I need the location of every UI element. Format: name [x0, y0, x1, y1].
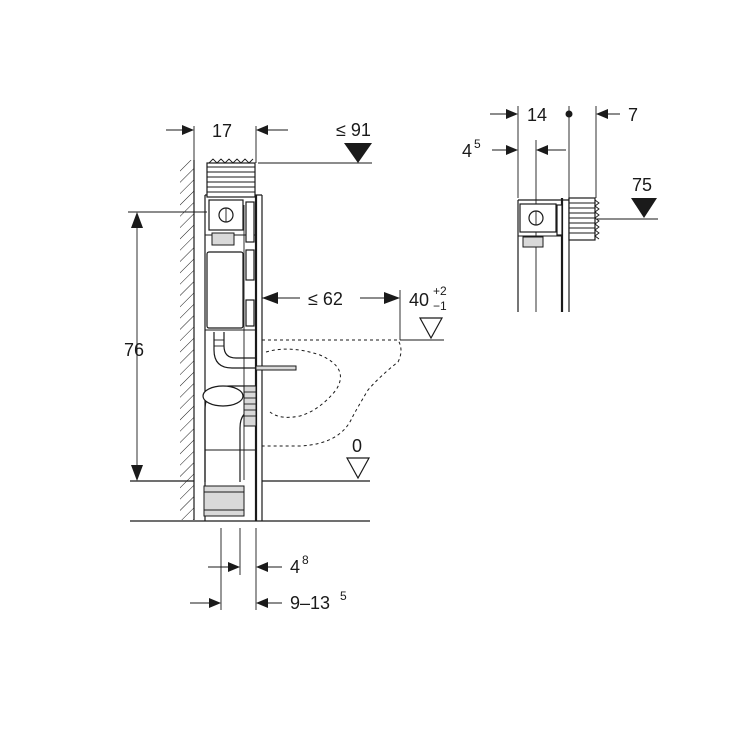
dim-bowl-projection: ≤ 62	[262, 289, 401, 340]
dim-detail-height-label: 75	[632, 175, 652, 195]
inlet-valve	[208, 199, 255, 246]
dim-offset-bottom-label: 4	[290, 557, 300, 577]
detail-view: 14 7 4 5 75	[462, 105, 658, 312]
dim-detail-height: 75	[597, 175, 658, 220]
dim-frame-height-label: 76	[124, 340, 144, 360]
dim-floor-level: 0	[345, 436, 371, 480]
dim-detail-offset-label: 4	[462, 141, 472, 161]
dim-detail-offset-sup: 5	[474, 137, 481, 151]
dim-bowl-height-label: 40	[409, 290, 429, 310]
drain-pipe	[202, 385, 257, 517]
dim-wall-range-label: 9–13	[290, 593, 330, 613]
flush-pipe	[213, 332, 297, 371]
dim-top-depth: 17	[166, 121, 288, 163]
dim-frame-height: 76	[124, 211, 207, 481]
main-view: 17 ≤ 91 76 ≤ 62 40	[124, 120, 447, 613]
toilet-bowl-inner	[265, 348, 341, 418]
dim-wall-range-sup: 5	[340, 589, 347, 603]
dim-bowl-height-sub: −1	[433, 299, 447, 313]
dim-bowl-projection-label: ≤ 62	[308, 289, 343, 309]
wall-hatch	[180, 160, 194, 520]
dim-bowl-height-sup: +2	[433, 284, 447, 298]
dim-floor-level-label: 0	[352, 436, 362, 456]
dim-detail-depth: 14	[490, 105, 573, 198]
actuator-box	[206, 158, 256, 198]
dim-detail-gap-label: 7	[628, 105, 638, 125]
dim-bowl-height: 40 +2 −1	[400, 284, 447, 341]
dim-top-height: ≤ 91	[258, 120, 372, 164]
dim-top-depth-label: 17	[212, 121, 232, 141]
dim-wall-range: 9–13 5	[190, 528, 347, 613]
dim-detail-offset: 4 5	[462, 137, 566, 204]
dim-detail-depth-label: 14	[527, 105, 547, 125]
dim-offset-bottom: 4 8	[208, 528, 309, 610]
toilet-bowl-outline	[262, 339, 402, 447]
dim-offset-bottom-sup: 8	[302, 553, 309, 567]
dim-detail-gap: 7	[595, 105, 638, 198]
cistern	[206, 249, 255, 329]
dim-top-height-label: ≤ 91	[336, 120, 371, 140]
detail-panel	[568, 197, 600, 241]
